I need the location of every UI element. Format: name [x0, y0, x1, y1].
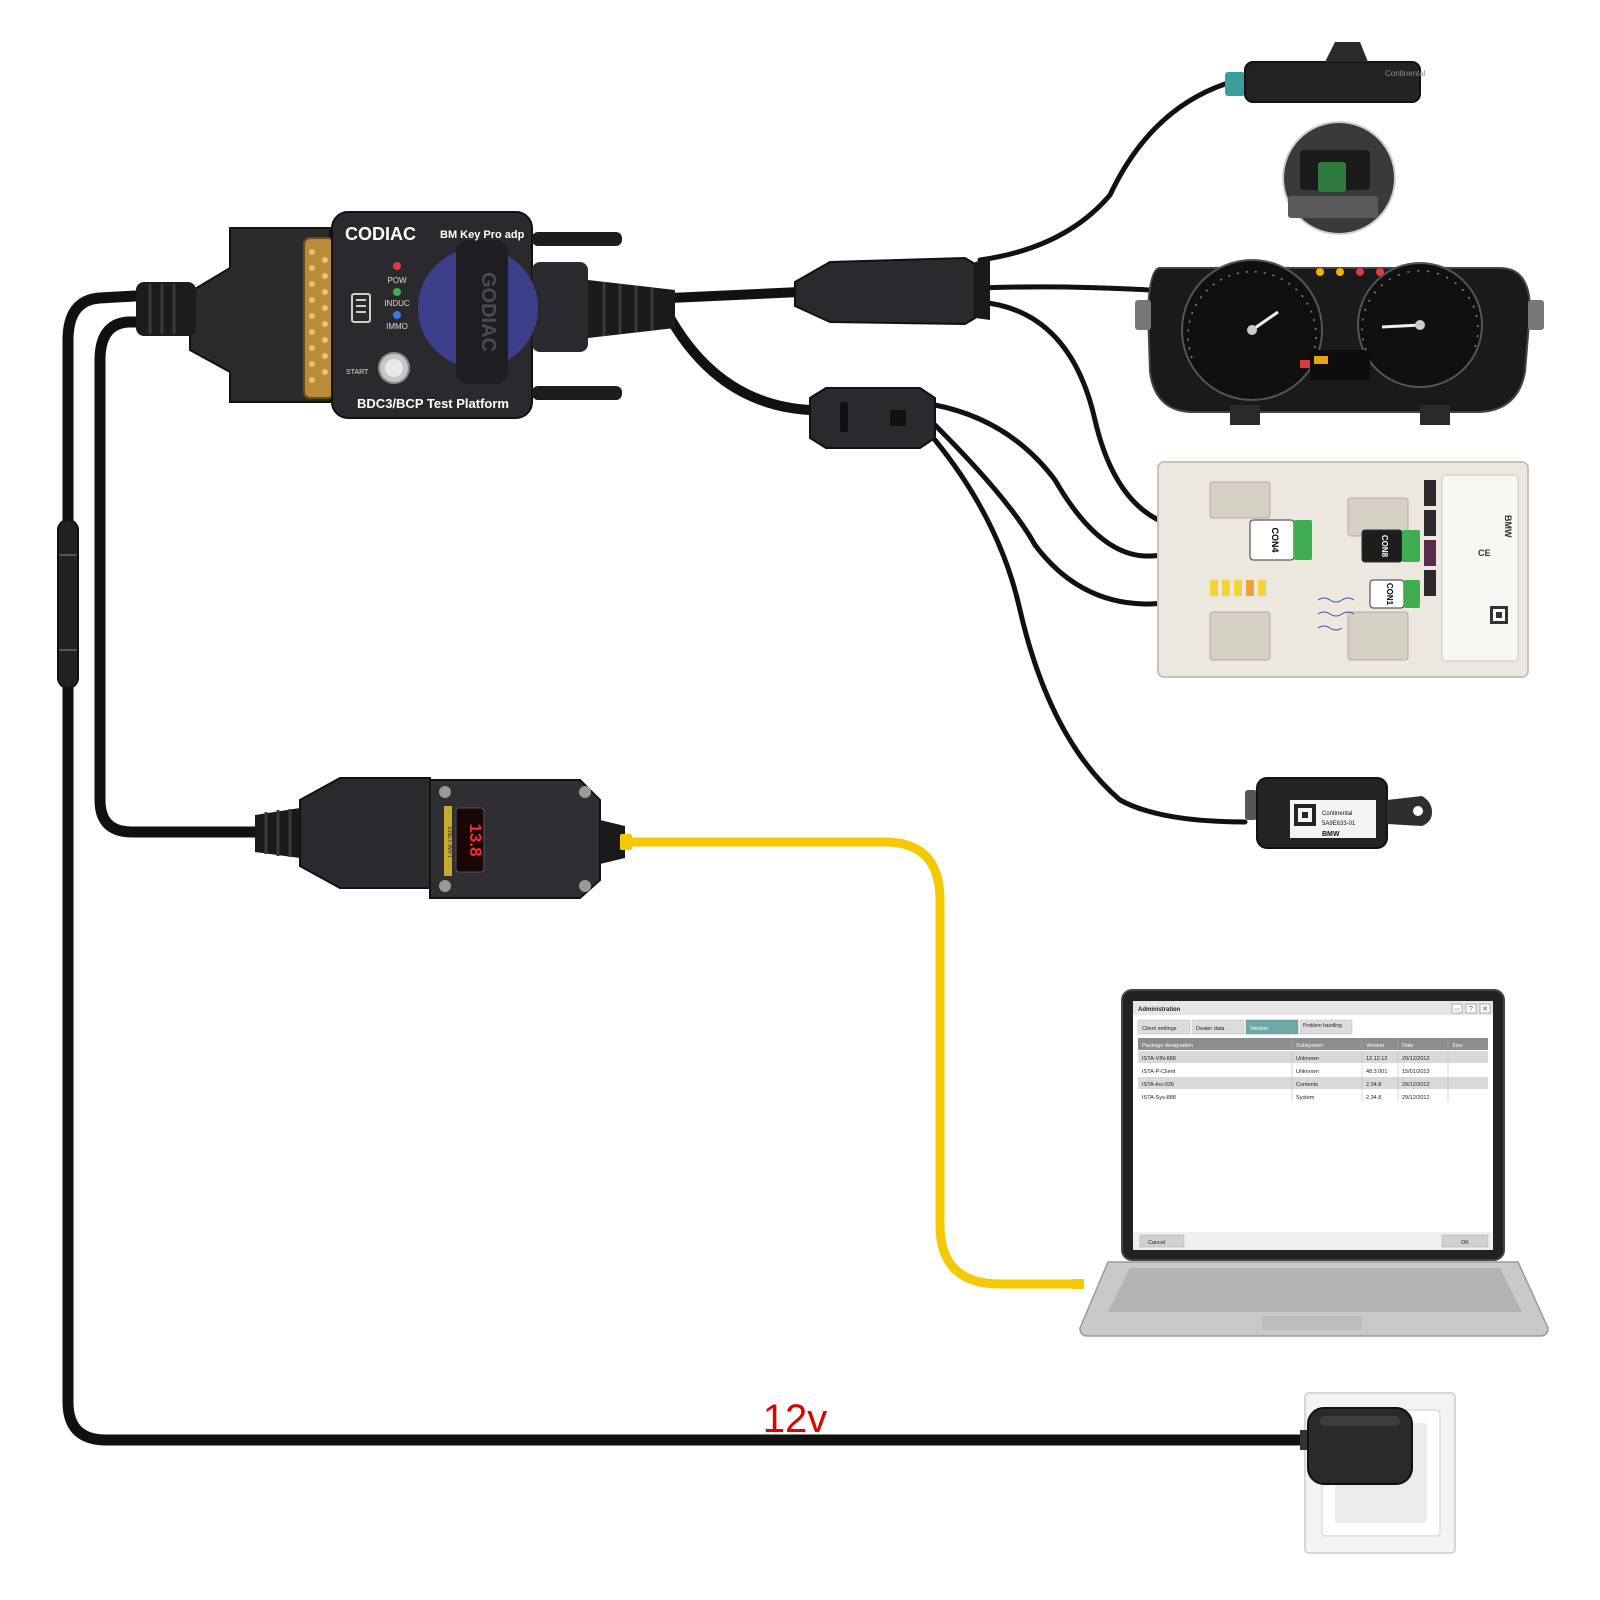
splitter-2	[809, 387, 936, 449]
table-row[interactable]: ISTA-Sys-888 System 2.34.8 29/12/2012	[1138, 1090, 1488, 1102]
bdc-module: BMW CE CON4 CON8 CON1	[1157, 461, 1529, 678]
inline-fuse	[57, 519, 79, 689]
con4-label: CON4	[1270, 527, 1280, 552]
antenna-label: Continental	[1385, 69, 1426, 78]
table-row[interactable]: ISTA-Ins-026 Contents 2.34.8 29/12/2012	[1138, 1077, 1488, 1089]
con4-plug: CON4	[1249, 519, 1312, 561]
power-voltage-label: 12v	[763, 1397, 828, 1441]
enet-feed-cable	[94, 316, 261, 838]
connector-closeup	[1282, 121, 1396, 235]
cell: 29/12/2012	[1402, 1056, 1430, 1062]
con8-plug: CON8	[1361, 529, 1420, 563]
start-label: START	[346, 369, 369, 376]
cell: Unknown	[1296, 1056, 1319, 1062]
ok-button-label: OK	[1461, 1240, 1469, 1246]
voltage-display	[455, 807, 485, 873]
key-antenna: Continental	[1225, 42, 1426, 103]
cell: Unknown	[1296, 1069, 1319, 1075]
tab-problem-handling-label: Problem handling	[1303, 1023, 1342, 1029]
adapter-to-splitter1	[665, 287, 805, 303]
cell: ISTA-Sys-888	[1142, 1095, 1176, 1101]
table-row[interactable]: ISTA-VIN-888 Unknown 12.12.12 29/12/2012	[1138, 1051, 1488, 1063]
con1-label: CON1	[1385, 583, 1394, 606]
window-close-button[interactable]	[1479, 1003, 1491, 1014]
keyless-part: 5A9E633-01	[1322, 821, 1356, 827]
cell: 48.3.001	[1366, 1069, 1387, 1075]
cell: ISTA-P-Client	[1142, 1069, 1176, 1075]
tab-version[interactable]	[1245, 1019, 1299, 1035]
window-title: Administration	[1138, 1007, 1181, 1013]
cable-to-con4	[977, 299, 1203, 533]
bm-key-pro-adapter: GODIAC CODIAC BM Key Pro adp BDC3/BCP Te…	[136, 211, 675, 419]
close-icon: ✕	[1482, 1006, 1488, 1013]
table-header	[1138, 1038, 1488, 1050]
ok-button[interactable]	[1441, 1234, 1489, 1248]
voltage-readout: 13.8	[466, 823, 485, 856]
laptop: Administration ✕ ? ▭ Client settings Dea…	[1072, 989, 1549, 1337]
cell: Contents	[1296, 1082, 1318, 1088]
bdc-label-ce: CE	[1478, 548, 1491, 558]
col-version: Version	[1366, 1043, 1384, 1049]
window-print-button[interactable]	[1451, 1003, 1463, 1014]
adapter-platform: BDC3/BCP Test Platform	[357, 396, 509, 411]
enet-adapter: 13.8 ENET-WIFI	[255, 777, 632, 899]
help-icon: ?	[1469, 1006, 1473, 1013]
table-row[interactable]: ISTA-P-Client Unknown 48.3.001 15/01/201…	[1138, 1064, 1488, 1076]
usb-cable	[620, 837, 1080, 1289]
tab-problem-handling[interactable]	[1299, 1019, 1353, 1035]
led-induc	[393, 288, 401, 296]
col-size: Size	[1452, 1043, 1463, 1049]
con1-plug: CON1	[1369, 579, 1420, 609]
adapter-brand: CODIAC	[345, 224, 416, 244]
cable-to-cluster	[977, 284, 1153, 293]
keyless-brand: BMW	[1322, 831, 1340, 838]
power-cable	[62, 290, 1306, 1446]
enet-side-label: ENET-WIFI	[446, 827, 452, 858]
cable-to-keyless	[932, 437, 1248, 825]
cell: 29/12/2012	[1402, 1095, 1430, 1101]
adapter-side-text: GODIAC	[477, 272, 499, 352]
cancel-button[interactable]	[1139, 1234, 1185, 1248]
led-induc-label: INDUC	[384, 299, 410, 308]
window-help-button[interactable]	[1465, 1003, 1477, 1014]
con8-label: CON8	[1380, 535, 1389, 558]
card-slot-icon	[351, 293, 371, 323]
tab-client-settings[interactable]	[1137, 1019, 1191, 1035]
keyless-module: BMW Continental 5A9E633-01	[1245, 777, 1432, 849]
adapter-to-splitter2	[665, 313, 815, 415]
led-immo	[393, 311, 401, 319]
led-immo-label: IMMO	[386, 322, 408, 331]
cell: 12.12.12	[1366, 1056, 1387, 1062]
led-pow	[393, 262, 401, 270]
cell: 29/12/2012	[1402, 1082, 1430, 1088]
tab-dealer-data[interactable]	[1191, 1019, 1245, 1035]
cable-to-antenna	[977, 81, 1228, 263]
cancel-button-label: Cancel	[1148, 1240, 1165, 1246]
cell: 2.34.8	[1366, 1082, 1381, 1088]
cell: System	[1296, 1095, 1315, 1101]
cell: ISTA-VIN-888	[1142, 1056, 1176, 1062]
col-package: Package designation	[1142, 1043, 1193, 1049]
power-adapter	[1300, 1407, 1413, 1485]
cell: 2.34.8	[1366, 1095, 1381, 1101]
tab-client-settings-label: Client settings	[1142, 1026, 1177, 1032]
col-subsystem: Subsystem	[1296, 1043, 1324, 1049]
instrument-cluster	[1135, 259, 1544, 425]
cables	[57, 81, 1373, 1446]
keyless-maker: Continental	[1322, 811, 1352, 817]
cell: 15/01/2013	[1402, 1069, 1430, 1075]
tab-dealer-data-label: Dealer data	[1196, 1026, 1225, 1032]
col-date: Date	[1402, 1043, 1414, 1049]
led-pow-label: POW	[387, 276, 407, 285]
bdc-label-brand: BMW	[1503, 515, 1513, 538]
db-connector	[303, 237, 335, 399]
cell: ISTA-Ins-026	[1142, 1082, 1174, 1088]
print-icon: ▭	[1454, 1007, 1460, 1013]
tab-version-label: Version	[1250, 1026, 1268, 1032]
cable-to-con8	[932, 402, 1363, 559]
adapter-model: BM Key Pro adp	[440, 229, 525, 241]
cable-to-con1	[932, 422, 1373, 607]
splitter-1	[794, 256, 990, 326]
